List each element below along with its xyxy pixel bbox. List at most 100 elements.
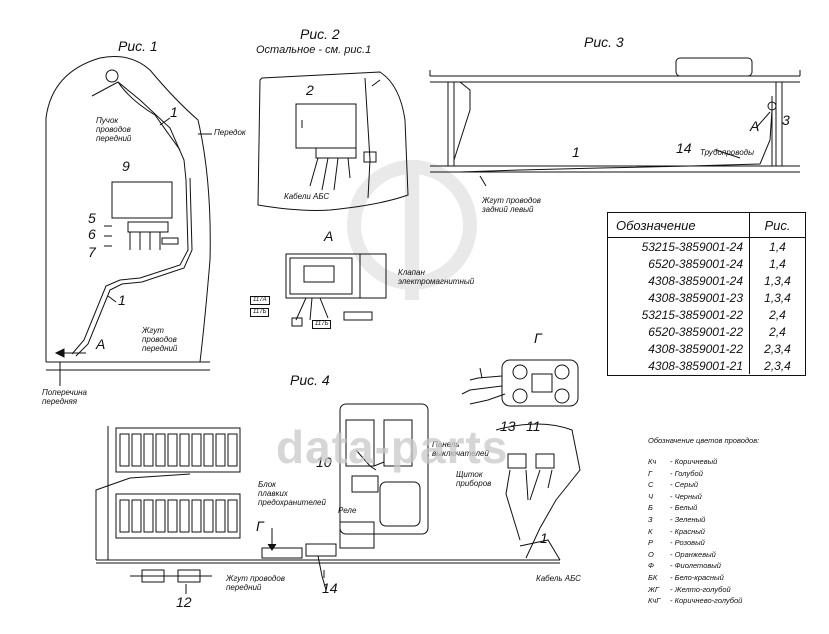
wire-legend-item: З- Зеленый [648, 514, 826, 526]
fuse-cell [191, 433, 202, 467]
wire-color-code: КчГ [648, 596, 661, 606]
wire-color-name: - Фиолетовый [670, 561, 721, 571]
fig4-drawing [95, 403, 581, 594]
table-row: 4308-3859001-23 1,3,4 [608, 289, 805, 306]
fuse-cell [215, 433, 226, 467]
wire-legend-item: Б - Белый [648, 502, 826, 514]
wire-color-code: Кч [648, 457, 657, 466]
fuse-cell [143, 433, 154, 467]
label-line: проводов [142, 335, 177, 344]
wire-color-name: - Голубой [670, 468, 703, 478]
label-line: Жгут [142, 326, 164, 335]
wire-color-name: - Розовый [670, 538, 705, 548]
designation-cell: 4308-3859001-23 [608, 289, 750, 306]
wire-color-code: Ф [648, 561, 654, 571]
fuse-block-top [115, 427, 241, 473]
figure-cell: 2,3,4 [764, 358, 791, 373]
label-relay: Реле [338, 506, 357, 515]
fig4-title: Рис. 4 [290, 372, 330, 388]
connector-tag-117a: 117А [250, 296, 270, 305]
fuse-cell [143, 499, 154, 533]
figure-cell: 1,4 [769, 239, 786, 254]
callout-12: 12 [176, 594, 192, 610]
fuse-cell [227, 499, 238, 533]
fig3-title: Рис. 3 [584, 34, 624, 50]
fuse-cell [131, 499, 142, 533]
label-abs-cable: Кабель АБС [536, 574, 581, 583]
callout-9: 9 [122, 158, 130, 174]
view-a-arrow-fig3: A [750, 118, 760, 134]
callout-5: 5 [88, 210, 96, 226]
figure-cell: 2,4 [769, 307, 786, 322]
wire-color-code: Б [648, 503, 653, 513]
callout-1-fig1-top: 1 [170, 104, 178, 120]
fuse-cell [119, 433, 130, 467]
wire-legend-item: Г- Голубой [648, 468, 826, 480]
label-line: приборов [456, 479, 492, 488]
label-abs-cables: Кабели АБС [284, 192, 330, 201]
label-line: передний [226, 583, 262, 592]
label-line: Жгут проводов [482, 196, 541, 205]
label-line: электромагнитный [398, 277, 475, 286]
callout-1-fig4: 1 [540, 530, 548, 546]
label-front: Передок [214, 128, 246, 137]
wire-legend-item: Ф - Фиолетовый [648, 560, 826, 572]
wire-color-code: Р [648, 538, 654, 548]
watermark-logo [347, 160, 477, 300]
view-g-arrow: Г [256, 518, 264, 534]
wire-color-legend: Обозначение цветов проводов: Кч- Коричне… [648, 436, 826, 607]
connector-tag-117b-2: 117Б [312, 320, 332, 329]
wire-legend-title: Обозначение цветов проводов: [648, 436, 760, 445]
label-line: задний левый [482, 205, 534, 214]
label-line: предохранителей [258, 498, 326, 507]
callout-6: 6 [88, 226, 96, 242]
wire-color-name: - Черный [670, 491, 702, 501]
wire-legend-item: Кч- Коричневый [648, 456, 826, 468]
label-line: проводов [96, 125, 131, 134]
wire-color-code: О [648, 549, 654, 559]
wire-color-code: С [648, 480, 654, 490]
label-pipelines: Трубопроводы [700, 148, 754, 157]
callout-1-fig1-bottom: 1 [118, 292, 126, 308]
connector-tag-117b: 117Б [250, 308, 270, 317]
label-line: Щиток [456, 470, 483, 479]
label-line: Поперечина [42, 388, 87, 397]
wire-color-code: ЖГ [648, 584, 659, 594]
fig3-tank [675, 57, 753, 77]
fig1-box-9 [111, 181, 173, 219]
wire-legend-item: БК- Бело-красный [648, 572, 826, 584]
designation-cell: 6520-3859001-24 [608, 255, 750, 272]
designation-cell: 6520-3859001-22 [608, 323, 750, 340]
label-line: выключателей [432, 449, 489, 458]
label-line: Панель [432, 440, 460, 449]
wire-color-name: - Оранжевый [670, 549, 716, 559]
fuse-cell [227, 433, 238, 467]
wire-color-name: - Белый [670, 503, 698, 513]
label-line: Пучок [96, 116, 119, 125]
view-a-arrow-fig1: A [96, 336, 106, 352]
designation-cell: 4308-3859001-22 [608, 340, 750, 357]
fuse-cell [203, 499, 214, 533]
wire-color-code: БК [648, 572, 658, 582]
figure-cell: 1,3,4 [764, 290, 791, 305]
wire-color-name: - Серый [670, 480, 699, 490]
switch-panel [339, 403, 429, 535]
wire-color-name: - Зеленый [670, 514, 706, 524]
wire-legend-item: О - Оранжевый [648, 549, 826, 561]
